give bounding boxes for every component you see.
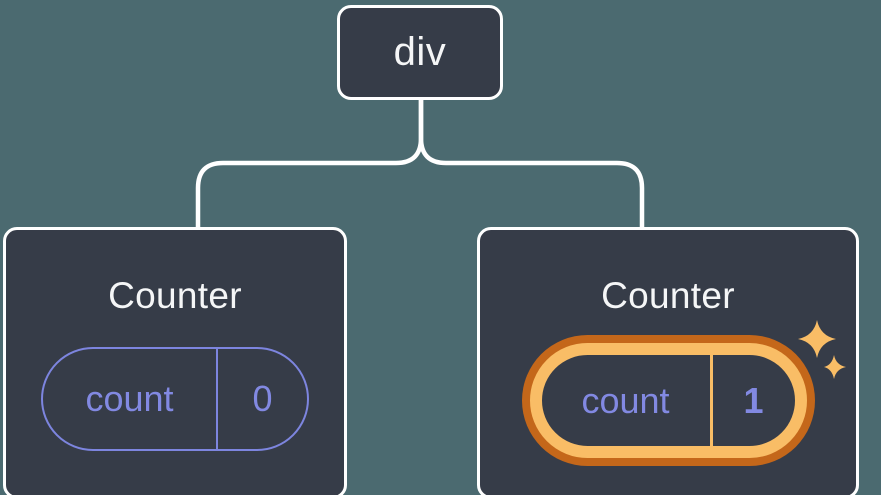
root-node-label: div bbox=[393, 30, 447, 74]
state-name: count bbox=[581, 379, 670, 421]
state-name: count bbox=[85, 378, 174, 419]
state-value: 0 bbox=[252, 378, 273, 419]
state-pill: count 0 bbox=[41, 347, 309, 451]
counter-card-left: Counter count 0 bbox=[3, 227, 347, 495]
counter-card-right: Counter count 1 bbox=[477, 227, 859, 495]
connector-right bbox=[418, 100, 645, 228]
state-pill-divider bbox=[709, 355, 713, 446]
component-title: Counter bbox=[601, 275, 735, 316]
state-value: 1 bbox=[743, 379, 764, 421]
connector-left bbox=[195, 100, 424, 228]
root-node-div: div bbox=[337, 5, 503, 100]
state-pill-highlighted: count 1 bbox=[529, 343, 807, 458]
component-title: Counter bbox=[108, 275, 242, 316]
state-pill-divider bbox=[216, 349, 218, 449]
